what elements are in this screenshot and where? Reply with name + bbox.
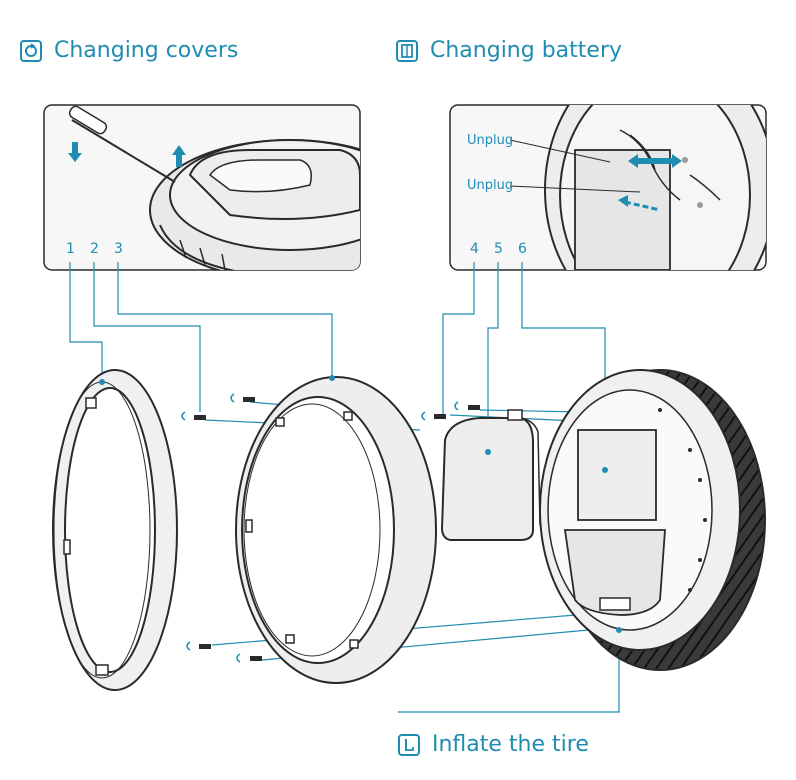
part-number-3: 3 <box>114 241 123 257</box>
screw-icon <box>454 401 480 411</box>
part-number-2: 2 <box>90 241 99 257</box>
unplug-arrow-icon <box>618 195 661 212</box>
part-number-4: 4 <box>470 241 479 257</box>
down-arrow-icon <box>68 142 82 162</box>
heading-changing-battery: Changing battery <box>396 38 622 63</box>
screw-icon <box>181 411 206 421</box>
battery-icon <box>396 39 418 62</box>
heading-inflate-tire: Inflate the tire <box>398 732 589 757</box>
screw-icon <box>230 393 255 403</box>
part-number-5: 5 <box>494 241 503 257</box>
screw-icon <box>236 653 262 663</box>
screw-icon <box>421 411 446 421</box>
unplug-arrow-icon <box>628 154 682 168</box>
unplug-label-2: Unplug <box>467 178 513 193</box>
cover-rotate-icon <box>20 39 42 62</box>
unplug-label-1: Unplug <box>467 133 513 148</box>
part-number-6: 6 <box>518 241 527 257</box>
part-number-1: 1 <box>66 241 75 257</box>
inner-cover-ring <box>235 375 437 684</box>
screw-icon <box>186 641 211 651</box>
heading-changing-covers-label: Changing covers <box>54 38 239 63</box>
heading-changing-covers: Changing covers <box>20 38 238 63</box>
right-inset-panel: Unplug Unplug <box>449 104 767 271</box>
heading-inflate-tire-label: Inflate the tire <box>432 732 589 757</box>
outer-cover-ring <box>52 369 178 691</box>
battery-pack <box>440 409 541 541</box>
tire-pump-icon <box>398 733 420 756</box>
left-inset-panel <box>43 104 361 271</box>
wheel-body <box>539 369 766 671</box>
heading-changing-battery-label: Changing battery <box>430 38 623 63</box>
up-arrow-icon <box>172 145 186 167</box>
